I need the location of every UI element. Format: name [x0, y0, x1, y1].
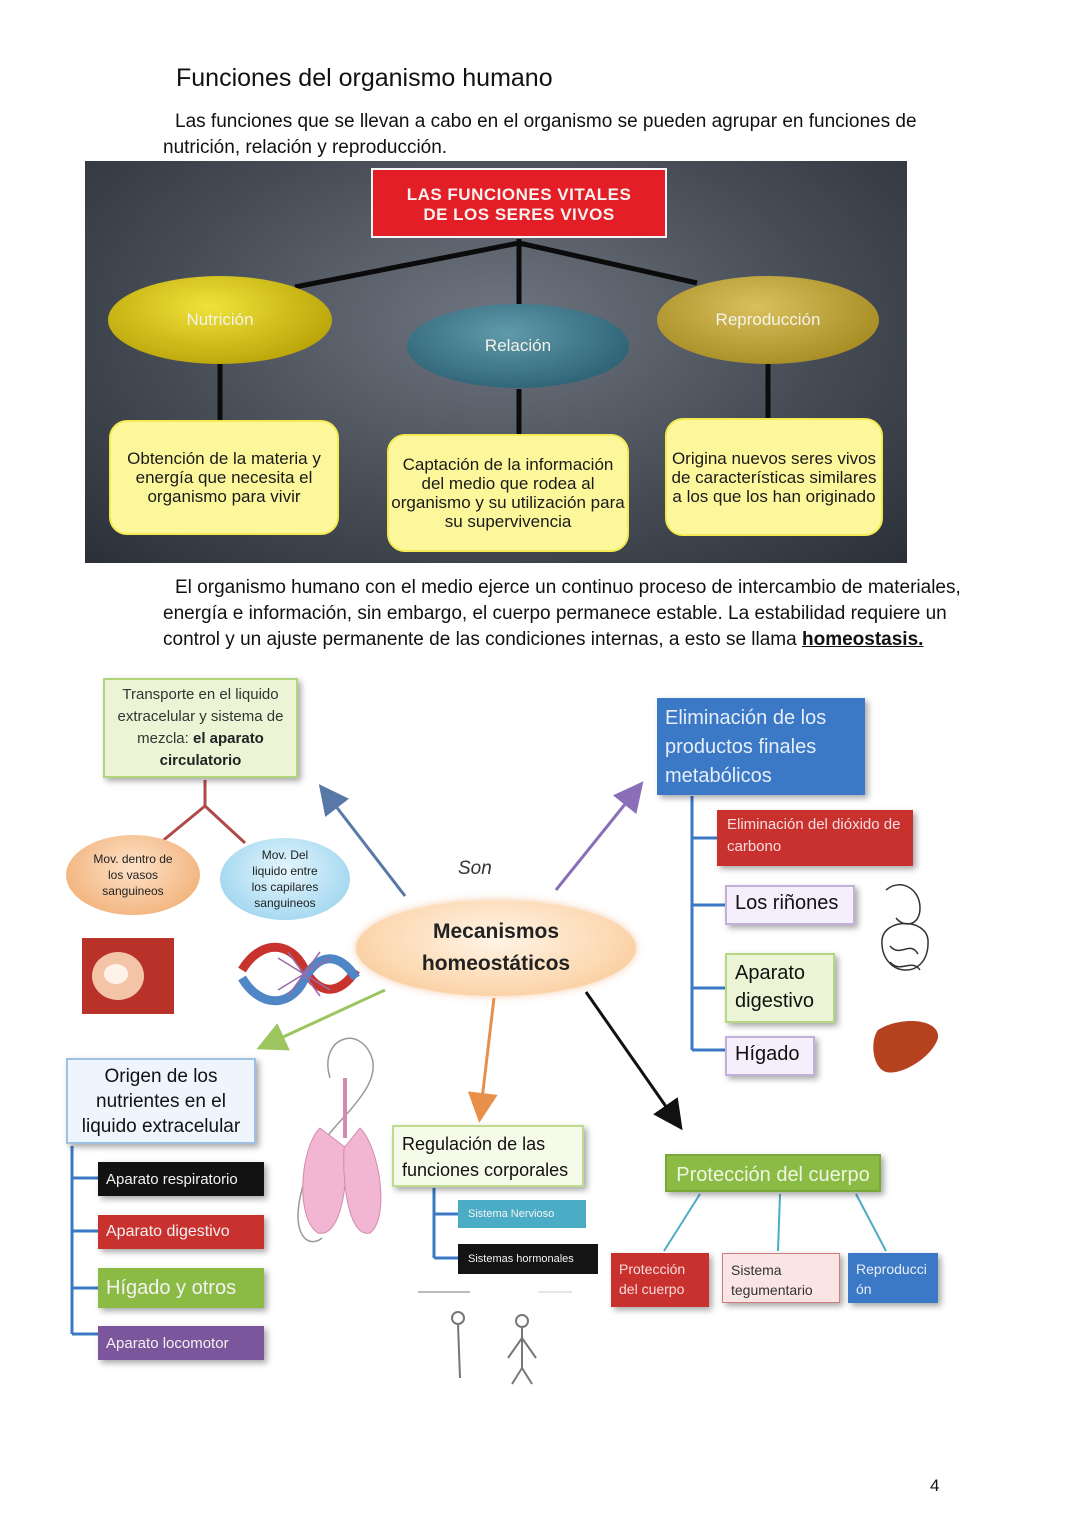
protection-item: Protección del cuerpo: [611, 1253, 709, 1307]
liver-box: Hígado: [725, 1036, 815, 1076]
regulation-box: Regulación de las funciones corporales: [392, 1125, 584, 1187]
vital-functions-title: LAS FUNCIONES VITALES DE LOS SERES VIVOS: [371, 168, 667, 238]
nervous-system-box: Sistema Nervioso: [458, 1200, 586, 1228]
body-protection-box: Protección del cuerpo: [665, 1154, 881, 1192]
digestive-organs-illustration: [881, 884, 929, 971]
nutrition-oval: Nutrición: [108, 276, 332, 364]
liver-others-item: Hígado y otros: [98, 1268, 264, 1308]
page-title: Funciones del organismo humano: [176, 64, 553, 92]
blood-vessel-illustration: [82, 938, 174, 1014]
hormonal-systems-box: Sistemas hormonales: [458, 1244, 598, 1274]
vital-functions-diagram: LAS FUNCIONES VITALES DE LOS SERES VIVOS…: [85, 161, 907, 563]
capillaries-movement-text: Mov. Del liquido entre los capilares san…: [251, 848, 319, 910]
relation-description-text: Captación de la información del medio qu…: [391, 455, 625, 531]
lungs-illustration: [297, 1037, 382, 1243]
digestive-system-box: Aparato digestivo: [725, 953, 835, 1023]
elimination-box: Eliminación de los productos finales met…: [657, 698, 865, 795]
homeostatic-mechanisms-text: Mecanismos homeostáticos: [421, 920, 571, 975]
homeostatic-mechanisms-node: Mecanismos homeostáticos: [356, 900, 636, 996]
homeostasis-text: El organismo humano con el medio ejerce …: [163, 577, 961, 650]
reproduction-oval: Reproducción: [657, 276, 879, 364]
reproduction-item: Reproducci ón: [848, 1253, 938, 1303]
reproduction-description-text: Origina nuevos seres vivos de caracterís…: [671, 448, 877, 506]
relation-description: Captación de la información del medio qu…: [387, 434, 629, 552]
liver-illustration: [873, 1020, 939, 1073]
son-label: Son: [458, 858, 492, 879]
capillary-illustration: [238, 942, 360, 1006]
respiratory-system-item: Aparato respiratorio: [98, 1162, 264, 1196]
nutrient-origin-box: Origen de los nutrientes en el liquido e…: [66, 1058, 256, 1144]
reproduction-description: Origina nuevos seres vivos de caracterís…: [665, 418, 883, 536]
kidneys-box: Los riñones: [725, 885, 855, 925]
relation-oval: Relación: [407, 304, 629, 388]
homeostasis-concept-map: Transporte en el liquido extracelular y …: [60, 678, 1020, 1398]
integumentary-item: Sistema tegumentario: [722, 1253, 840, 1303]
transport-box: Transporte en el liquido extracelular y …: [103, 678, 298, 778]
nutrition-description-text: Obtención de la materia y energía que ne…: [127, 449, 321, 506]
nutrition-description: Obtención de la materia y energía que ne…: [109, 420, 339, 535]
co2-elimination-box: Eliminación del dióxido de carbono: [717, 810, 913, 866]
concept-map-connectors: [70, 780, 939, 1385]
title-line-1: LAS FUNCIONES VITALES: [406, 185, 632, 204]
capillaries-movement-bubble: Mov. Del liquido entre los capilares san…: [220, 838, 350, 920]
homeostasis-paragraph: El organismo humano con el medio ejerce …: [163, 575, 983, 653]
locomotor-system-item: Aparato locomotor: [98, 1326, 264, 1360]
intro-text: Las funciones que se llevan a cabo en el…: [163, 111, 917, 158]
transport-bold: el aparato circulatorio: [159, 730, 264, 769]
nervous-system-illustration: [418, 1291, 572, 1385]
homeostasis-term: homeostasis.: [801, 629, 924, 650]
vessels-movement-text: Mov. dentro de los vasos sanguineos: [93, 852, 173, 898]
intro-paragraph: Las funciones que se llevan a cabo en el…: [163, 109, 983, 161]
digestive-system-item: Aparato digestivo: [98, 1215, 264, 1249]
diagram-connectors: [217, 239, 771, 437]
page-number: 4: [930, 1476, 940, 1495]
title-line-2: DE LOS SERES VIVOS: [423, 205, 615, 224]
transport-text: Transporte en el liquido extracelular y …: [117, 686, 284, 747]
vessels-movement-bubble: Mov. dentro de los vasos sanguineos: [66, 835, 200, 915]
